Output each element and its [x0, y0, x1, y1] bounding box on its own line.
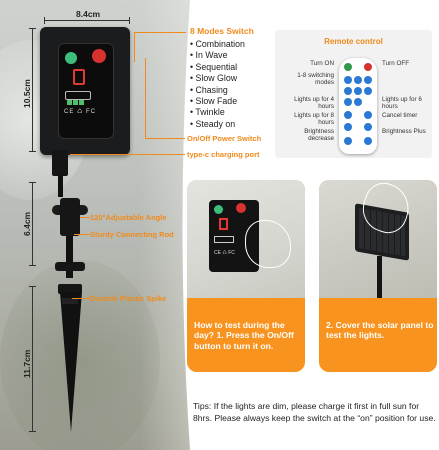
test-step-text-2: 2. Cover the solar panel to test the lig… — [326, 320, 434, 341]
stake-lower-dimension-line — [29, 286, 36, 432]
spike-top — [58, 284, 82, 294]
remote-label-turn-off: Turn OFF — [382, 60, 410, 67]
remote-label-8-hours: Lights up for 8 hours — [294, 112, 334, 127]
remote-mode-button — [354, 87, 362, 95]
remote-control — [339, 58, 377, 154]
charging-port-plug — [52, 150, 68, 176]
mode-item: Sequential — [190, 62, 245, 73]
remote-label-cancel-timer: Cancel timer — [382, 112, 418, 119]
angle-bracket — [60, 198, 80, 236]
angle-callout: 120°Adjustable Angle — [90, 213, 167, 222]
rod-leader-line — [74, 234, 90, 235]
connecting-rod — [66, 236, 73, 278]
test-step-text-1: How to test during the day? 1. Press the… — [194, 320, 294, 351]
mode-item: Combination — [190, 39, 245, 50]
spike-fin — [62, 298, 78, 304]
remote-mode-button — [364, 87, 372, 95]
remote-cancel-timer-button — [364, 123, 372, 131]
mode-item: Twinkle — [190, 107, 245, 118]
spike-callout: Durable Plastic Spike — [90, 294, 167, 303]
remote-title: Remote control — [324, 37, 383, 46]
remote-off-button — [364, 63, 372, 71]
power-leader-line — [145, 138, 185, 139]
remote-timer-4h-button — [344, 111, 352, 119]
plastic-spike — [60, 292, 82, 432]
spike-leader-line — [72, 298, 90, 299]
mode-item: Slow Fade — [190, 96, 245, 107]
rod-callout: Sturdy Connecting Rod — [90, 230, 174, 239]
power-switch-callout: On/Off Power Switch — [187, 134, 262, 143]
test-step-photo-2 — [319, 180, 437, 298]
mode-button — [65, 52, 77, 64]
certification-icons: CE ♺ FC — [64, 109, 97, 115]
remote-label-brightness-decrease: Brightness decrease — [304, 128, 334, 143]
charging-port-callout: type-c charging port — [187, 150, 260, 159]
remote-mode-button — [344, 76, 352, 84]
mode-item: In Wave — [190, 50, 245, 61]
remote-label-6-hours: Lights up for 6 hours — [382, 96, 422, 111]
stake-upper-dimension-label: 6.4cm — [22, 211, 32, 236]
width-dimension-label: 8.4cm — [76, 9, 101, 19]
test-step-card-1: CE ♺ FC How to test during the day? 1. P… — [187, 180, 305, 372]
remote-label-brightness-plus: Brightness Plus — [382, 128, 426, 135]
remote-timer-6h-button — [364, 111, 372, 119]
stake — [377, 256, 382, 298]
control-panel: CE ♺ FC — [58, 43, 114, 139]
modes-leader-line-v — [134, 32, 135, 62]
stake-upper-dimension-line — [29, 182, 36, 266]
rod-cap — [55, 262, 85, 271]
remote-label-switching-modes: 1-8 switching modes — [297, 72, 334, 87]
width-dimension-line — [44, 17, 130, 24]
battery-indicator — [65, 91, 91, 105]
remote-mode-button — [344, 87, 352, 95]
remote-brightness-minus-button — [344, 137, 352, 145]
tips-text: Tips: If the lights are dim, please char… — [193, 401, 436, 423]
remote-label-4-hours: Lights up for 4 hours — [294, 96, 334, 111]
power-button — [92, 49, 106, 63]
height-dimension-label: 10.5cm — [22, 79, 32, 108]
remote-on-button — [344, 63, 352, 71]
mode-item: Slow Glow — [190, 73, 245, 84]
modes-title: 8 Modes Switch — [190, 26, 254, 36]
solar-light-box: CE ♺ FC — [40, 27, 130, 155]
remote-timer-8h-button — [344, 123, 352, 131]
test-step-card-2: 2. Cover the solar panel to test the lig… — [319, 180, 437, 372]
pointing-hand-icon — [245, 220, 291, 268]
power-leader-line-v — [145, 58, 146, 138]
cable — [58, 175, 63, 197]
angle-leader-line — [80, 217, 90, 218]
remote-mode-button — [344, 98, 352, 106]
remote-label-turn-on: Turn ON — [310, 60, 334, 67]
remote-mode-button — [364, 76, 372, 84]
test-step-photo-1: CE ♺ FC — [187, 180, 305, 298]
remote-brightness-plus-button — [364, 137, 372, 145]
stake-lower-dimension-label: 11.7cm — [22, 349, 32, 378]
remote-mode-button — [354, 76, 362, 84]
mode-item: Steady on — [190, 119, 245, 130]
mode-item: Chasing — [190, 85, 245, 96]
mode-display — [73, 69, 85, 85]
port-leader-line — [70, 154, 185, 155]
remote-mode-button — [354, 98, 362, 106]
modes-list: Combination In Wave Sequential Slow Glow… — [190, 39, 245, 130]
modes-leader-line — [134, 32, 186, 33]
height-dimension-line — [29, 28, 36, 152]
